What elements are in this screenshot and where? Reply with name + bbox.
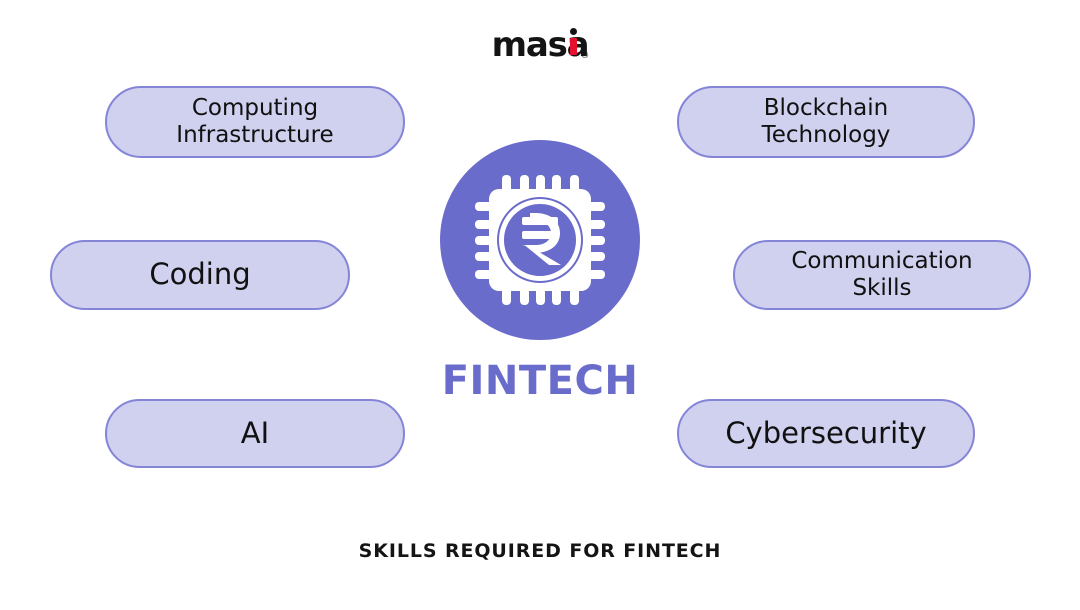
skill-pill-cybersecurity[interactable]: Cybersecurity [677, 399, 975, 468]
skill-pill-label: Computing Infrastructure [176, 95, 333, 148]
fintech-center-node [440, 140, 640, 340]
skill-pill-ai[interactable]: AI [105, 399, 405, 468]
skill-pill-label: Communication Skills [791, 248, 972, 301]
skill-pill-blockchain-technology[interactable]: Blockchain Technology [677, 86, 975, 158]
skill-pill-label-line1: Computing [191, 95, 319, 122]
infographic-caption: SKILLS REQUIRED FOR FINTECH [358, 540, 722, 562]
skill-pill-label: AI [240, 415, 270, 450]
fintech-title: FINTECH [441, 358, 639, 404]
microchip-rupee-icon [475, 175, 605, 305]
skill-pill-label: Cybersecurity [725, 415, 927, 450]
skill-pill-label-line1: Blockchain [763, 95, 889, 122]
skill-pill-label-line2: Technology [761, 122, 891, 148]
masai-logo-i-stem-icon [570, 38, 578, 55]
rupee-symbol-icon [522, 213, 561, 265]
skill-pill-coding[interactable]: Coding [50, 240, 350, 310]
skill-pill-computing-infrastructure[interactable]: Computing Infrastructure [105, 86, 405, 158]
skill-pill-label: Coding [149, 257, 251, 292]
skill-pill-label-line2: Infrastructure [176, 122, 334, 148]
skill-pill-label-line2: Skills [852, 275, 912, 301]
masai-logo-wordmark: masa ® [492, 28, 590, 62]
skill-pill-communication-skills[interactable]: Communication Skills [733, 240, 1031, 310]
fintech-circle-backdrop [440, 140, 640, 340]
skill-pill-label: Blockchain Technology [762, 95, 891, 148]
registered-trademark-icon: ® [580, 51, 590, 61]
masai-logo-i-dot-icon [570, 28, 578, 35]
masai-logo: masa ® [0, 28, 1080, 62]
skill-pill-label-line1: Communication [791, 248, 973, 275]
